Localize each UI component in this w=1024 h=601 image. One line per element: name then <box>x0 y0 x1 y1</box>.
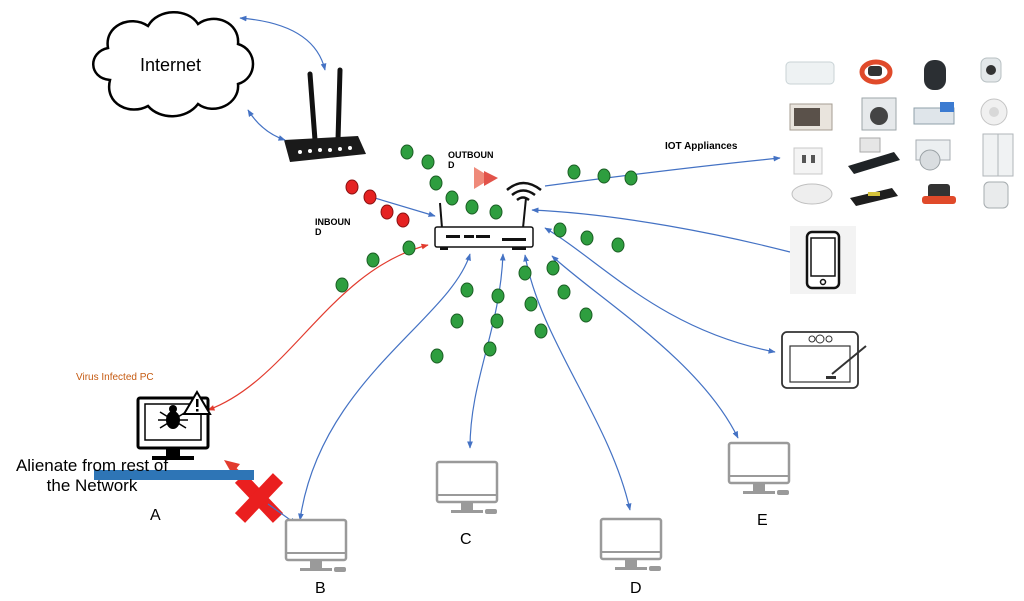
desktop-computer-icon-e <box>727 441 791 497</box>
link-internet-router <box>239 15 327 71</box>
drawing-tablet-icon <box>781 331 867 389</box>
node-label-e: E <box>757 512 768 529</box>
smart-speaker-icon <box>924 60 946 90</box>
smartwatch-icon <box>922 184 956 204</box>
wifi-access-point-icon <box>434 181 542 250</box>
warning-triangle-icon <box>182 390 212 415</box>
fitness-band-icon <box>859 59 893 85</box>
link-pc-d <box>523 254 632 511</box>
link-pc-e <box>551 255 739 439</box>
cooktop-icon <box>913 102 955 125</box>
inbound-packets <box>345 179 410 228</box>
outbound-packets <box>335 144 638 364</box>
kettle-icon <box>983 181 1009 209</box>
link-iot <box>544 155 781 187</box>
induction-hob-icon <box>848 137 900 174</box>
tablet-device-icon <box>850 188 898 206</box>
camera-icon <box>980 57 1002 83</box>
refrigerator-icon <box>982 133 1014 177</box>
desktop-computer-icon-d <box>599 517 663 573</box>
robot-vacuum-icon <box>791 183 833 205</box>
desktop-computer-icon-b <box>284 518 348 574</box>
inbound-label: INBOUN D <box>315 217 351 238</box>
node-label-a: A <box>150 507 161 524</box>
smoke-detector-icon <box>980 98 1008 126</box>
infected-pc-icon <box>136 390 212 460</box>
router-icon <box>284 67 366 162</box>
alienate-label: Alienate from rest of the Network <box>15 456 169 495</box>
smart-plug-icon <box>793 147 823 175</box>
node-label-c: C <box>460 531 472 548</box>
outbound-direction-icon <box>474 167 498 189</box>
smart-oven-icon <box>915 139 951 171</box>
outbound-label: OUTBOUN D <box>448 150 494 171</box>
virus-bug-icon <box>158 405 188 429</box>
iot-appliances-grid <box>785 57 1014 209</box>
cloud-icon <box>92 11 255 118</box>
red-x-block-icon <box>234 473 284 523</box>
microwave-icon <box>789 103 833 131</box>
virus-infected-pc-label: Virus Infected PC <box>76 372 154 383</box>
link-cloud-router <box>247 109 286 141</box>
node-label-b: B <box>315 580 326 597</box>
smart-scale-icon <box>785 61 835 85</box>
link-infected-pc <box>207 243 429 411</box>
iot-appliances-label: IOT Appliances <box>665 141 738 152</box>
desktop-computer-icon-c <box>435 460 499 516</box>
washing-machine-icon <box>861 97 897 131</box>
smartphone-icon <box>790 226 856 294</box>
internet-label: Internet <box>140 55 202 75</box>
node-label-d: D <box>630 580 642 597</box>
link-tablet <box>544 227 776 354</box>
isolation-bar <box>94 470 254 480</box>
